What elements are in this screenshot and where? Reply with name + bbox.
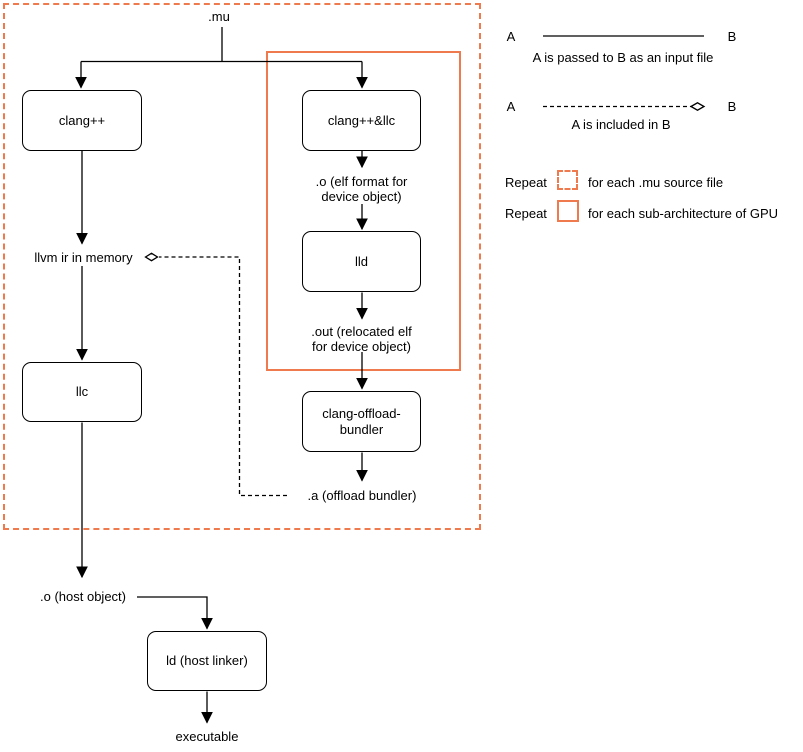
legend-dashed-box-icon <box>557 170 578 190</box>
node-llc: llc <box>22 362 142 422</box>
legend-input-b-label: B <box>727 29 737 44</box>
legend-input-caption: A is passed to B as an input file <box>532 50 714 65</box>
artifact-executable-label: executable <box>175 729 239 744</box>
artifact-mu-label: .mu <box>208 9 230 24</box>
legend-include-diamond-icon <box>689 102 706 111</box>
artifact-out-elf-label: .out (relocated elf for device object) <box>311 324 412 355</box>
legend-solid-box-icon <box>557 200 579 222</box>
legend-repeat-mu-label: Repeat <box>505 175 547 190</box>
repeat-region-per-gpu-subarch <box>266 51 461 371</box>
artifact-o-host-label: .o (host object) <box>40 589 126 604</box>
include-diamond-icon <box>144 252 159 262</box>
legend-repeat-gpu-caption: for each sub-architecture of GPU <box>588 206 779 221</box>
legend-include-a-label: A <box>506 99 516 114</box>
node-ld-host-linker: ld (host linker) <box>147 631 267 691</box>
legend-repeat-gpu-label: Repeat <box>505 206 547 221</box>
legend-include-b-label: B <box>727 99 737 114</box>
repeat-region-per-mu-file <box>3 3 481 530</box>
artifact-a-bundle-label: .a (offload bundler) <box>307 488 417 503</box>
legend-include-caption: A is included in B <box>571 117 671 132</box>
edge-a-included-in-llvm-ir <box>159 256 287 497</box>
legend-repeat-mu-caption: for each .mu source file <box>588 175 724 190</box>
node-lld: lld <box>302 231 421 292</box>
node-clangpp-llc: clang++&llc <box>302 90 421 151</box>
edge-o-host-to-ld <box>137 596 213 630</box>
node-clangpp: clang++ <box>22 90 142 151</box>
artifact-o-elf-label: .o (elf format for device object) <box>315 174 408 205</box>
artifact-llvm-ir-label: llvm ir in memory <box>34 250 133 265</box>
legend-input-a-label: A <box>506 29 516 44</box>
node-clang-offload-bundler: clang-offload- bundler <box>302 391 421 452</box>
